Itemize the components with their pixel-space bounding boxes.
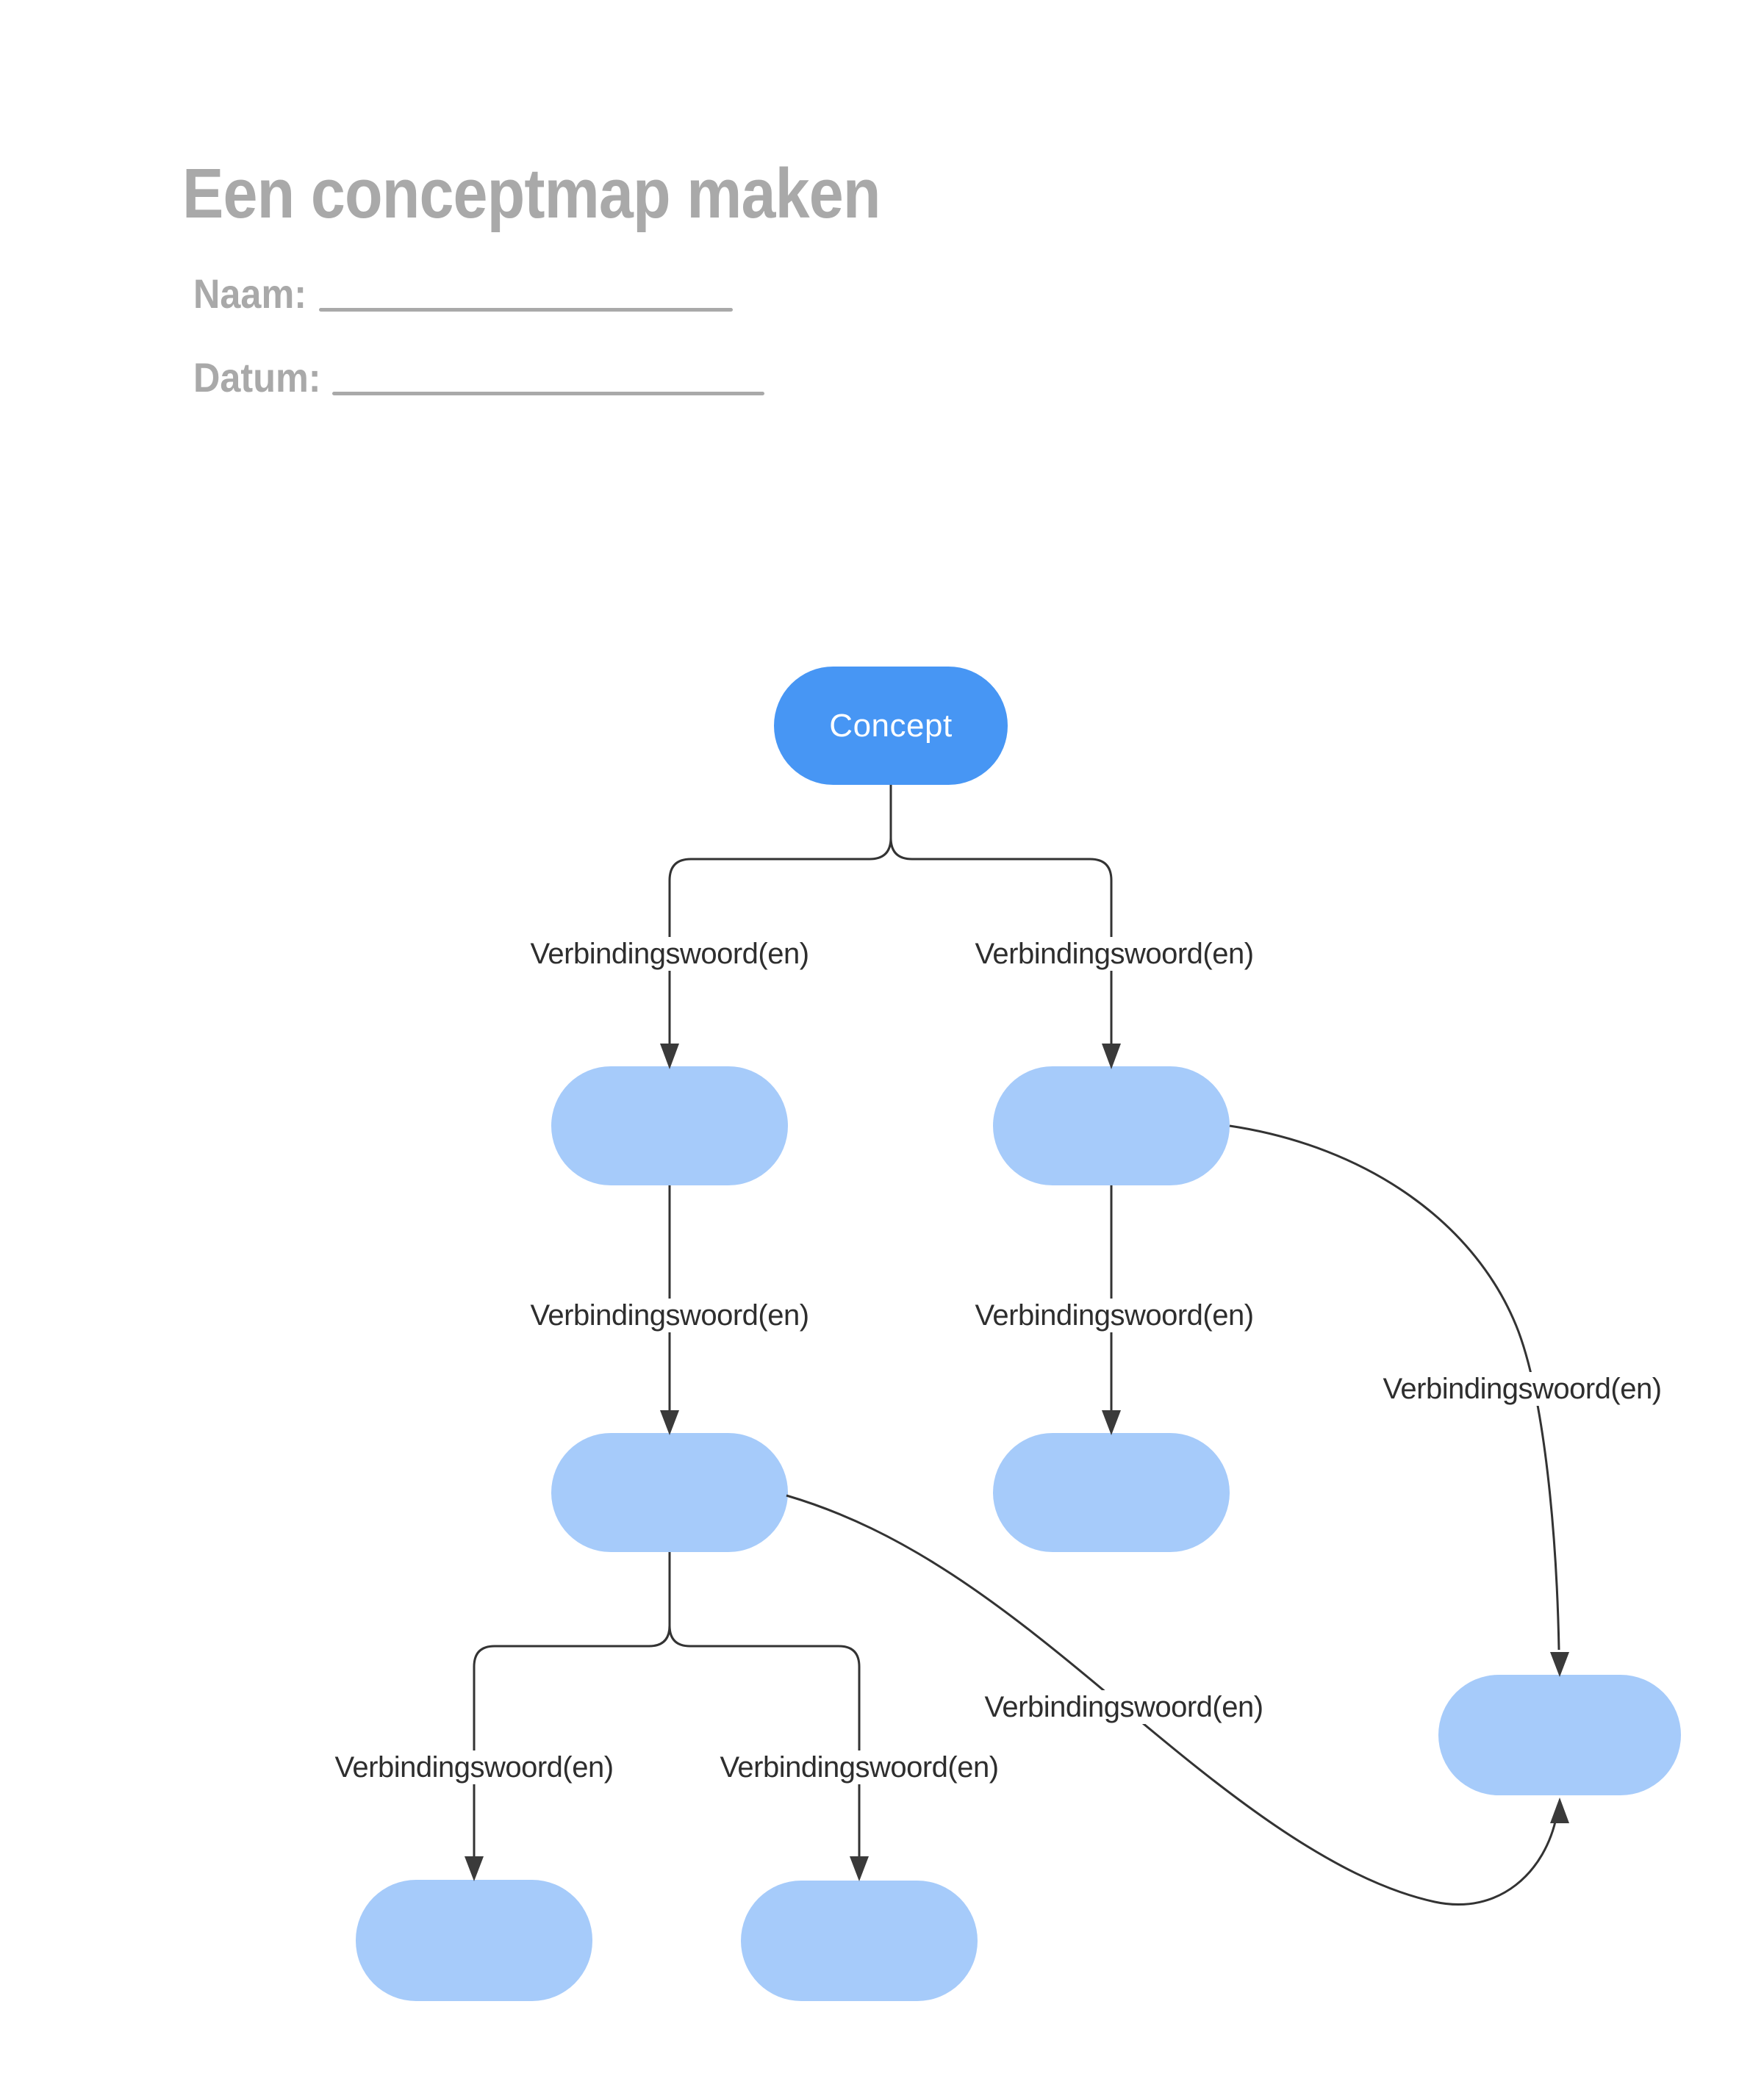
concept-node-empty[interactable] (741, 1881, 978, 2001)
concept-root-label: Concept (829, 707, 953, 744)
connector-line (473, 1552, 671, 1872)
connector-line (889, 785, 1113, 1061)
arrowhead-icon (465, 1856, 484, 1881)
connector-label[interactable]: Verbindingswoord(en) (714, 1750, 1005, 1784)
arrowhead-icon (1550, 1798, 1569, 1823)
arrowhead-icon (850, 1856, 869, 1881)
arrowhead-icon (1550, 1652, 1569, 1677)
concept-node-empty[interactable] (356, 1880, 592, 2001)
name-label: Naam: (193, 270, 307, 317)
connector-label[interactable]: Verbindingswoord(en) (969, 937, 1260, 971)
connector-label[interactable]: Verbindingswoord(en) (978, 1690, 1269, 1724)
date-blank-line[interactable] (332, 392, 764, 395)
concept-node-empty[interactable] (551, 1066, 788, 1185)
name-blank-line[interactable] (319, 308, 733, 312)
arrowhead-icon (660, 1410, 679, 1435)
connector-line (668, 1552, 861, 1872)
date-label: Datum: (193, 354, 321, 401)
page-title: Een conceptmap maken (182, 154, 881, 233)
concept-node-empty[interactable] (993, 1433, 1230, 1552)
connector-label[interactable]: Verbindingswoord(en) (969, 1299, 1260, 1332)
connector-label[interactable]: Verbindingswoord(en) (524, 937, 815, 971)
arrowhead-icon (1102, 1044, 1121, 1069)
connector-label[interactable]: Verbindingswoord(en) (329, 1750, 620, 1784)
concept-node-empty[interactable] (1438, 1675, 1681, 1795)
concept-root-node[interactable]: Concept (774, 667, 1008, 785)
connector-label[interactable]: Verbindingswoord(en) (524, 1299, 815, 1332)
arrowhead-icon (660, 1044, 679, 1069)
concept-node-empty[interactable] (551, 1433, 788, 1552)
arrowhead-icon (1102, 1410, 1121, 1435)
connector-line (668, 785, 892, 1061)
connector-label[interactable]: Verbindingswoord(en) (1377, 1372, 1668, 1406)
concept-node-empty[interactable] (993, 1066, 1230, 1185)
